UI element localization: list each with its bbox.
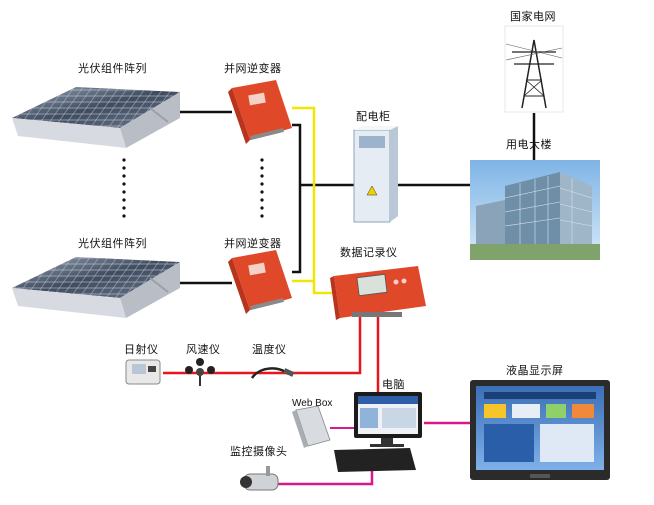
label-data-logger: 数据记录仪 [340,246,398,259]
inverter-top [228,80,292,144]
data-line-sensors [163,315,362,375]
inverter-bottom [228,250,292,314]
comm-line-inverters [292,106,338,295]
label-national-grid: 国家电网 [510,10,556,23]
office-building [470,160,600,260]
lcd-display [470,380,610,480]
label-computer: 电脑 [382,378,405,391]
label-anemometer: 风速仪 [186,343,221,356]
computer [334,392,422,472]
label-pv-array-top: 光伏组件阵列 [78,62,147,75]
distribution-cabinet [353,126,398,223]
label-thermometer: 温度仪 [252,343,287,356]
label-irradiance-meter: 日射仪 [124,343,159,356]
label-pv-array-bottom: 光伏组件阵列 [78,237,147,250]
ac-bus-line [292,123,302,274]
label-web-box: Web Box [292,398,333,409]
solar-array-bottom [12,257,180,318]
surveillance-camera [240,466,279,491]
label-inverter-top: 并网逆变器 [224,62,282,75]
label-inverter-bottom: 并网逆变器 [224,237,282,250]
solar-array-top [12,87,180,148]
label-building: 用电大楼 [506,138,552,151]
label-distribution-cabinet: 配电柜 [356,110,391,123]
temperature-sensor [250,367,295,379]
label-camera: 监控摄像头 [230,445,288,458]
web-box [292,405,331,448]
power-grid-tower [504,25,564,113]
irradiance-sensor [125,359,161,385]
wiring [163,106,536,486]
data-logger [330,266,426,320]
ellipsis-dots-left [122,158,126,218]
anemometer [185,358,215,386]
ellipsis-dots-right [260,158,264,218]
label-lcd-screen: 液晶显示屏 [506,364,564,377]
